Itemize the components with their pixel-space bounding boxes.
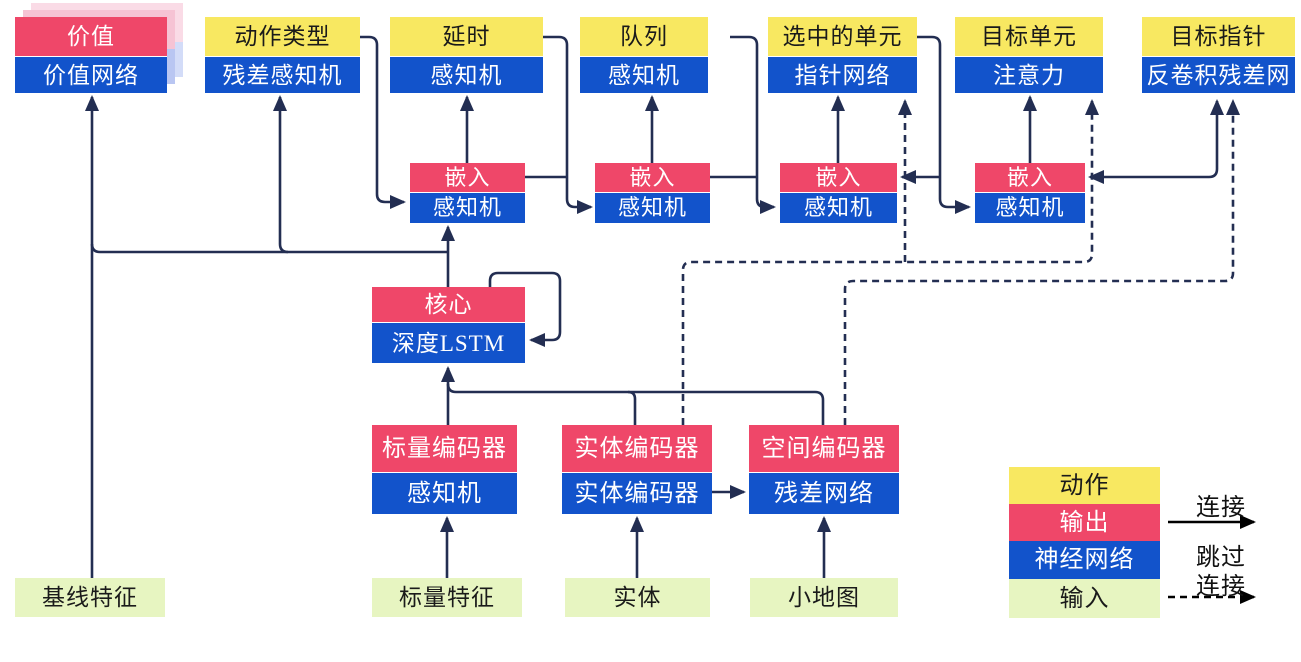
node-action-type: 动作类型 残差感知机 [205,17,360,93]
queue-body: 感知机 [580,57,708,93]
scalar-encoder-header: 标量编码器 [372,425,517,473]
legend-skip-label-1: 跳过 [1196,545,1246,571]
wire-entityenc-merge [627,390,637,425]
legend-neural-network: 神经网络 [1009,541,1160,579]
node-scalar-features: 标量特征 [372,578,522,617]
node-value: 价值 价值网络 [15,3,183,93]
wire-core-to-actiontype [273,95,289,254]
wire-encoder-merge [446,383,825,425]
target-unit-body: 注意力 [955,57,1103,93]
node-core: 核心 深度LSTM [372,287,525,363]
node-embed-2: 嵌入 感知机 [595,163,710,223]
target-point-header: 目标指针 [1142,17,1295,57]
legend-output: 输出 [1009,504,1160,541]
minimap-label: 小地图 [750,578,898,617]
legend: 动作 输出 神经网络 输入 [1009,467,1160,618]
node-delay: 延时 感知机 [390,17,543,93]
embed-4-body: 感知机 [975,193,1085,223]
node-embed-3: 嵌入 感知机 [780,163,897,223]
action-type-header: 动作类型 [205,17,360,57]
node-entity-encoder: 实体编码器 实体编码器 [562,425,712,514]
node-embed-4: 嵌入 感知机 [975,163,1085,223]
core-body: 深度LSTM [372,323,525,363]
embed-3-header: 嵌入 [780,163,897,193]
node-embed-1: 嵌入 感知机 [410,163,525,223]
scalar-encoder-body: 感知机 [372,473,517,514]
wire-actiontype-to-embed1 [360,35,406,209]
spatial-encoder-header: 空间编码器 [749,425,899,473]
node-selected-units: 选中的单元 指针网络 [768,17,917,93]
core-header: 核心 [372,287,525,323]
node-spatial-encoder: 空间编码器 残差网络 [749,425,899,514]
wire-embed4-to-targetpoint [1208,99,1224,179]
scalar-features-label: 标量特征 [372,578,522,617]
value-header: 价值 [15,17,167,57]
entity-encoder-header: 实体编码器 [562,425,712,473]
wire-selected-to-embed4 [917,35,971,214]
baseline-features-label: 基线特征 [15,578,165,617]
wire-core-branch-left [90,243,448,254]
node-minimap: 小地图 [750,578,898,617]
node-target-point: 目标指针 反卷积残差网 [1142,17,1295,93]
embed-3-body: 感知机 [780,193,897,223]
entities-label: 实体 [565,578,710,617]
node-queue: 队列 感知机 [580,17,708,93]
embed-4-header: 嵌入 [975,163,1085,193]
delay-header: 延时 [390,17,543,57]
embed-2-body: 感知机 [595,193,710,223]
action-type-body: 残差感知机 [205,57,360,93]
embed-1-header: 嵌入 [410,163,525,193]
legend-action: 动作 [1009,467,1160,504]
legend-skip-label-2: 连接 [1196,574,1246,600]
value-body: 价值网络 [15,57,167,93]
wire-core-loop [488,271,562,347]
target-unit-header: 目标单元 [955,17,1103,57]
selected-units-body: 指针网络 [768,57,917,93]
wire-queue-to-embed3 [730,35,776,214]
entity-encoder-body: 实体编码器 [562,473,712,514]
delay-body: 感知机 [390,57,543,93]
wire-delay-to-embed2 [543,35,593,214]
embed-2-header: 嵌入 [595,163,710,193]
legend-connection-label: 连接 [1196,495,1246,521]
legend-input: 输入 [1009,579,1160,618]
spatial-encoder-body: 残差网络 [749,473,899,514]
target-point-body: 反卷积残差网 [1142,57,1295,93]
node-target-unit: 目标单元 注意力 [955,17,1103,93]
queue-header: 队列 [580,17,708,57]
embed-1-body: 感知机 [410,193,525,223]
selected-units-header: 选中的单元 [768,17,917,57]
node-scalar-encoder: 标量编码器 感知机 [372,425,517,514]
node-baseline-features: 基线特征 [15,578,165,617]
skip-entityenc-to-targetunit [681,99,1099,425]
node-entities: 实体 [565,578,710,617]
skip-spatialenc-to-targetpoint [843,99,1240,425]
